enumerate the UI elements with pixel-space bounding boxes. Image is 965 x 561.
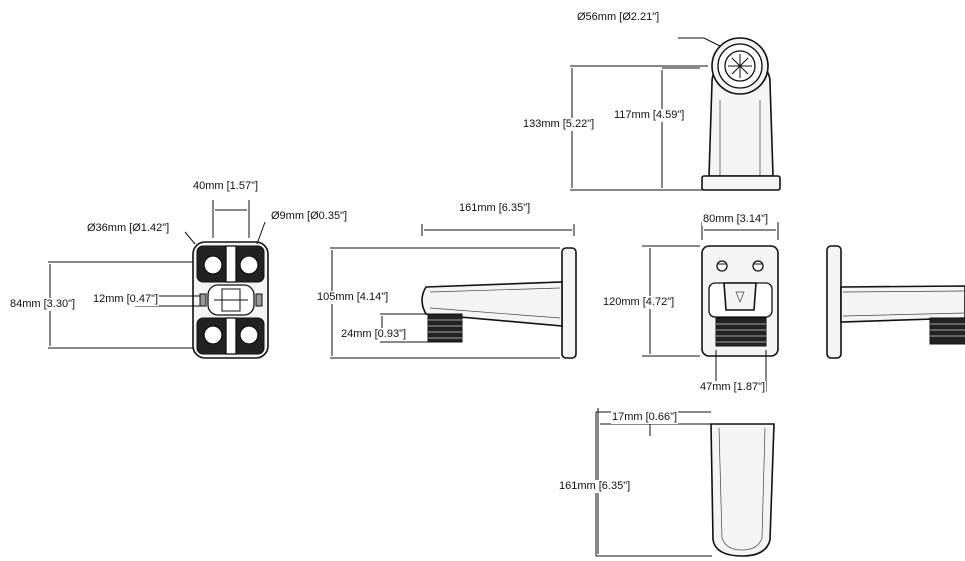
hole-diameter-label: Ø9mm [Ø0.35"] — [270, 210, 349, 223]
outer-diameter-label: Ø36mm [Ø1.42"] — [86, 222, 171, 235]
front-width-label: 80mm [3.14"] — [702, 213, 770, 226]
top-pipe-height-label: 117mm [4.59"] — [613, 109, 686, 122]
thread-height-label: 24mm [0.93"] — [340, 328, 408, 341]
pipe-diameter-label: Ø56mm [Ø2.21"] — [576, 11, 661, 24]
thread-width-label: 47mm [1.87"] — [699, 381, 767, 394]
side-view — [330, 224, 577, 359]
bottom-offset-label: 17mm [0.66"] — [611, 411, 679, 424]
bottom-length-label: 161mm [6.35"] — [558, 480, 632, 493]
center-gap-label: 12mm [0.47"] — [92, 293, 160, 306]
top-view — [570, 37, 781, 191]
front-height-label: 120mm [4.72"] — [602, 296, 676, 309]
partial-side-view — [826, 245, 965, 359]
arm-length-label: 161mm [6.35"] — [458, 202, 532, 215]
top-overall-height-label: 133mm [5.22"] — [522, 118, 596, 131]
arm-height-label: 105mm [4.14"] — [316, 291, 390, 304]
base-view — [48, 200, 269, 359]
hole-spacing-label: 40mm [1.57"] — [192, 180, 260, 193]
base-height-label: 84mm [3.30"] — [9, 298, 77, 311]
